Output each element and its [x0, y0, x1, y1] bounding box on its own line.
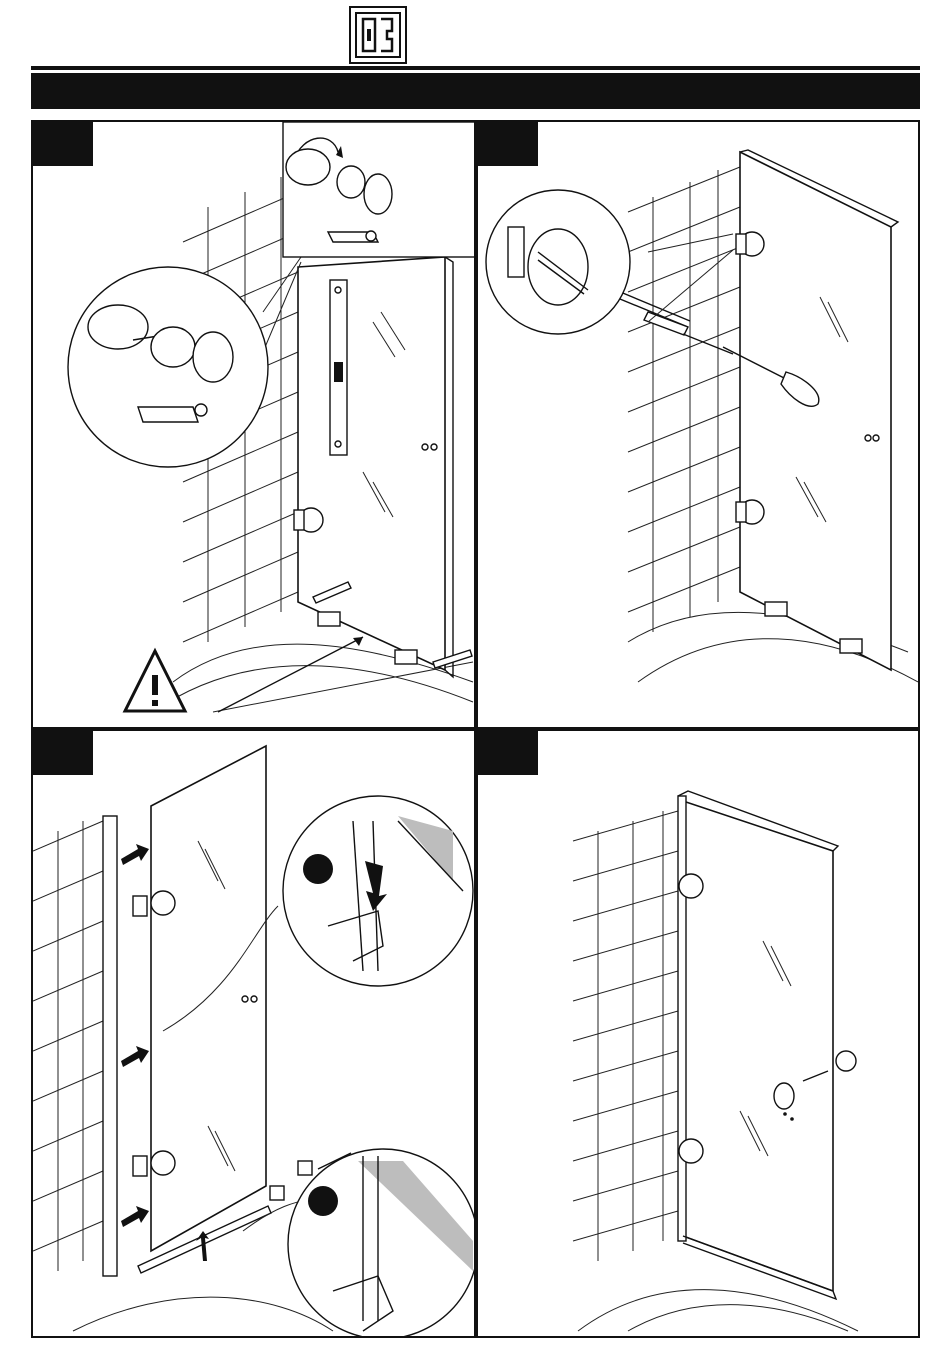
step-1-tab: [33, 122, 93, 166]
title-bar: [31, 73, 920, 109]
header-rule: [31, 66, 920, 70]
wall-tiles: [33, 821, 103, 1271]
step-3-panel: [31, 729, 476, 1338]
detail-magnifier-icon: [68, 257, 301, 467]
detail-magnifier-icon: [486, 190, 733, 334]
warning-triangle-icon: [125, 651, 185, 711]
wall-tiles: [573, 811, 678, 1261]
step-1-panel: [31, 120, 476, 729]
step-4-tab: [478, 731, 538, 775]
step-3-tab: [33, 731, 93, 775]
wall-plug-icon: [644, 312, 688, 335]
shower-door-logo-icon: [348, 5, 408, 65]
wall-tiles: [628, 167, 740, 632]
seal-profile-detail-icon: [243, 1149, 476, 1338]
step-4-panel: [476, 729, 920, 1338]
step-2-tab: [478, 122, 538, 166]
step-2-panel: [476, 120, 920, 729]
